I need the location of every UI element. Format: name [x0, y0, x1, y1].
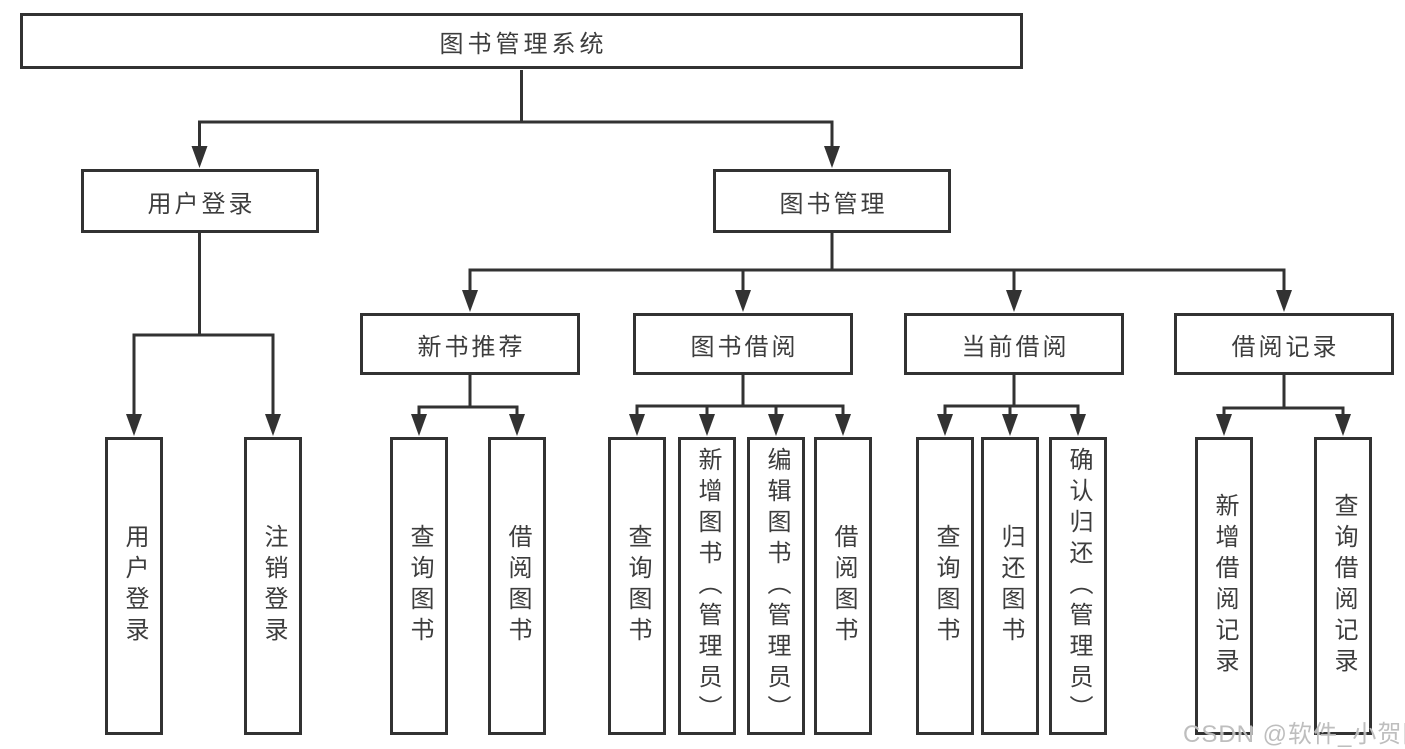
leaf-label: 查询图书 — [932, 524, 959, 648]
leaf-label: 新增图书（管理员） — [694, 446, 721, 726]
leaf-label: 查询图书 — [406, 524, 433, 648]
leaf-label: 注销登录 — [260, 524, 287, 648]
leaf-label: 查询借阅记录 — [1330, 493, 1357, 679]
node-new-book-recommend: 新书推荐 — [360, 313, 580, 375]
connector-current-to-leaves — [937, 375, 1086, 436]
node-borrowing-records: 借阅记录 — [1174, 313, 1394, 375]
leaf-add-books-admin: 新增图书（管理员） — [678, 437, 736, 735]
node-label: 图书管理系统 — [439, 30, 608, 58]
node-current-borrowing: 当前借阅 — [904, 313, 1124, 375]
leaf-query-books-newrec: 查询图书 — [390, 437, 448, 735]
leaf-label: 查询图书 — [624, 524, 651, 648]
leaf-label: 确认归还（管理员） — [1065, 446, 1092, 726]
leaf-borrow-books: 借阅图书 — [814, 437, 872, 735]
leaf-confirm-return-admin: 确认归还（管理员） — [1049, 437, 1107, 735]
connector-root-to-level2 — [191, 70, 840, 168]
leaf-label: 归还图书 — [997, 524, 1024, 648]
node-label: 图书管理 — [779, 190, 888, 218]
leaf-add-borrow-record: 新增借阅记录 — [1195, 437, 1253, 735]
node-book-borrowing: 图书借阅 — [633, 313, 853, 375]
leaf-label: 新增借阅记录 — [1211, 493, 1238, 679]
connector-borrow-to-leaves — [629, 375, 851, 436]
connector-newrec-to-leaves — [411, 375, 525, 436]
node-label: 借阅记录 — [1231, 333, 1340, 361]
leaf-query-books-borrow: 查询图书 — [608, 437, 666, 735]
connector-records-to-leaves — [1216, 375, 1351, 436]
leaf-edit-books-admin: 编辑图书（管理员） — [747, 437, 805, 735]
leaf-label: 编辑图书（管理员） — [763, 446, 790, 726]
leaf-query-books-current: 查询图书 — [916, 437, 974, 735]
leaf-logout: 注销登录 — [244, 437, 302, 735]
connector-bookmgmt-to-level3 — [462, 233, 1292, 312]
leaf-label: 用户登录 — [121, 524, 148, 648]
connector-userlogin-to-leaves — [126, 233, 281, 436]
leaf-return-books: 归还图书 — [981, 437, 1039, 735]
leaf-label: 借阅图书 — [504, 524, 531, 648]
node-book-management: 图书管理 — [713, 169, 951, 233]
leaf-label: 借阅图书 — [830, 524, 857, 648]
leaf-borrow-books-newrec: 借阅图书 — [488, 437, 546, 735]
node-user-login: 用户登录 — [81, 169, 319, 233]
node-label: 新书推荐 — [417, 333, 526, 361]
csdn-watermark: CSDN @软件_小贺同学 — [1183, 721, 1405, 748]
node-label: 图书借阅 — [690, 333, 799, 361]
node-library-management-system: 图书管理系统 — [20, 13, 1023, 69]
leaf-query-borrow-record: 查询借阅记录 — [1314, 437, 1372, 735]
node-label: 用户登录 — [147, 190, 256, 218]
leaf-user-login: 用户登录 — [105, 437, 163, 735]
node-label: 当前借阅 — [961, 333, 1070, 361]
